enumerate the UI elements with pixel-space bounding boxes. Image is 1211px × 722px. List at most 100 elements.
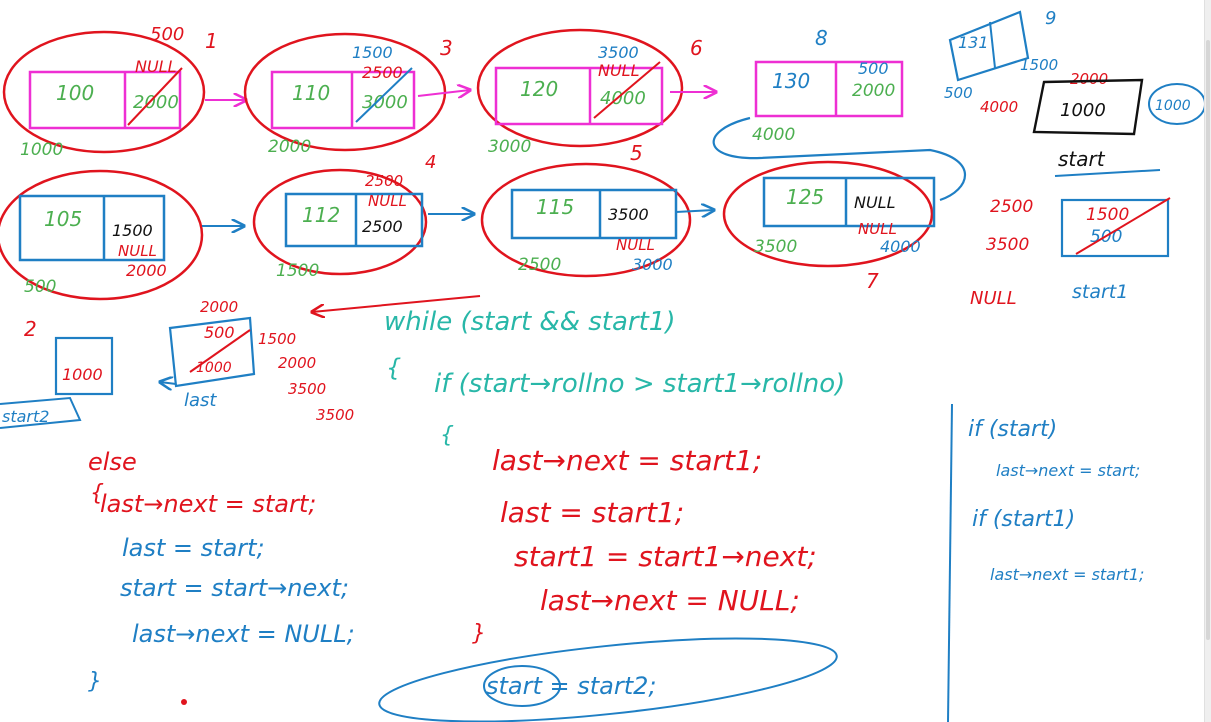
last-pointer-value: 1000 xyxy=(196,360,232,376)
node-tag: 5 xyxy=(630,141,643,165)
bottom-node-4: 125 NULL NULL 4000 7 3500 xyxy=(722,160,936,293)
side-if-body: last→next = start; xyxy=(996,461,1140,480)
node-address: 500 xyxy=(24,277,56,297)
scrollbar-thumb[interactable] xyxy=(1206,40,1210,640)
side-if-line: if (start) xyxy=(968,417,1057,442)
node-next-old: NULL xyxy=(368,192,407,210)
node-address: 2500 xyxy=(518,255,561,275)
bottom-node-1: 105 1500 NULL 2000 500 xyxy=(0,169,204,301)
if-open-brace: { xyxy=(440,423,454,448)
start-pointer-area: 131 9 1500 2000 4000 500 1000 1000 start xyxy=(944,8,1206,177)
pointer-value: 2000 xyxy=(1070,70,1108,88)
node-next-new: NULL xyxy=(858,220,897,238)
start-label: start xyxy=(1058,147,1106,171)
else-body-line: start = start→next; xyxy=(120,574,349,602)
node-next-new: 2500 xyxy=(365,172,403,190)
last-pointer-value: 2000 xyxy=(200,298,238,316)
node-next: 2500 xyxy=(362,217,403,236)
start-side-value: 1000 xyxy=(1155,98,1191,114)
node-next-new: NULL xyxy=(616,236,655,254)
pointer-value: 4000 xyxy=(980,98,1018,116)
node-tag: 7 xyxy=(866,269,879,293)
node-next-new: NULL xyxy=(118,242,157,260)
node-address: 3000 xyxy=(488,137,531,157)
node-address: 3500 xyxy=(754,237,797,257)
node-next-old: 2500 xyxy=(362,63,403,82)
else-block: else { last→next = start; last = start; … xyxy=(88,448,355,705)
last-pointer-value: 1500 xyxy=(258,330,296,348)
else-body-line: last→next = start; xyxy=(100,490,316,518)
last-pointer-value: 3500 xyxy=(288,380,326,398)
pointer-value: 1500 xyxy=(1020,56,1058,74)
null-label: NULL xyxy=(970,288,1017,309)
node-tag: 9 xyxy=(1045,8,1056,29)
else-body-line: last→next = NULL; xyxy=(132,620,355,648)
node-tag: 8 xyxy=(815,26,828,50)
node-tag: 2 xyxy=(24,317,37,341)
while-block: while (start && start1) { if (start→roll… xyxy=(384,307,845,448)
node-value: 105 xyxy=(44,207,82,231)
node-value: 125 xyxy=(786,185,824,209)
else-close-brace: } xyxy=(88,669,102,694)
node-tag: 1 xyxy=(205,29,218,53)
start2-label: start2 xyxy=(2,407,49,426)
start2-box-value: 1000 xyxy=(62,365,103,384)
node-value: 110 xyxy=(292,81,330,105)
node-tag: 3 xyxy=(440,36,453,60)
start1-box-value: 1500 xyxy=(1086,205,1129,225)
top-node-1: 100 2000 NULL 500 1 1000 xyxy=(2,24,218,160)
node-next: 2000 xyxy=(126,261,167,280)
node-next: 3000 xyxy=(362,92,408,113)
node-address: 2000 xyxy=(268,137,311,157)
node-next-new: 500 xyxy=(150,24,184,45)
node-next-new: 1500 xyxy=(352,43,393,62)
start-box-value: 1000 xyxy=(1060,100,1106,121)
node-next: 3000 xyxy=(632,255,673,274)
node-tag: 6 xyxy=(690,36,703,60)
final-line: start = start2; xyxy=(486,672,657,700)
node-next-old: 1500 xyxy=(112,221,153,240)
start1-old-value: 3500 xyxy=(986,235,1029,255)
node-value: 100 xyxy=(56,81,94,105)
start2-pointer-area: 2 1000 start2 xyxy=(0,317,114,429)
start1-label: start1 xyxy=(1072,281,1128,303)
else-label: else xyxy=(88,448,137,476)
node-value: 115 xyxy=(536,195,574,219)
last-label: last xyxy=(184,390,217,411)
if-line: if (start→rollno > start1→rollno) xyxy=(434,369,845,399)
if-body-line: last→next = NULL; xyxy=(540,584,800,617)
code-divider xyxy=(947,403,953,722)
node-next-old: 3500 xyxy=(608,205,649,224)
start1-pointer-area: 1500 500 2500 3500 NULL start1 xyxy=(970,197,1171,309)
remaining-nodes-block: if (start) last→next = start; if (start1… xyxy=(968,417,1144,584)
bottom-node-2: 112 2500 NULL 2500 4 1500 xyxy=(252,152,436,281)
last-pointer-value: 3500 xyxy=(316,406,354,424)
node-address: 1000 xyxy=(20,140,63,160)
bottom-node-3: 115 3500 NULL 3000 5 2500 xyxy=(480,141,692,278)
top-node-2: 110 3000 2500 1500 3 2000 xyxy=(243,32,453,157)
node-next: 4000 xyxy=(880,237,921,256)
top-node-4: 130 2000 500 8 4000 xyxy=(712,26,966,202)
node-next-old: NULL xyxy=(854,193,896,212)
link-arrow xyxy=(675,210,714,212)
node-next-new: 3500 xyxy=(598,43,639,62)
node-next: 2000 xyxy=(852,81,895,101)
node-next-new: 500 xyxy=(858,59,889,78)
while-line: while (start && start1) xyxy=(384,307,675,337)
node-tag: 4 xyxy=(425,152,436,173)
vertical-scrollbar[interactable] xyxy=(1204,0,1211,722)
top-node-3: 120 4000 NULL 3500 6 3000 xyxy=(476,28,703,157)
last-pointer-value: 2000 xyxy=(278,354,316,372)
while-open-brace: { xyxy=(386,354,401,382)
else-open-brace: { xyxy=(90,481,104,506)
last-pointer-area: 2000 500 1000 last 1500 2000 3500 3500 xyxy=(160,295,481,424)
final-assignment: start = start2; xyxy=(378,637,838,722)
if-body-line: last = start1; xyxy=(500,496,684,529)
if-body-block: last→next = start1; last = start1; start… xyxy=(472,444,817,646)
node-value: 112 xyxy=(302,203,340,227)
side-if-body: last→next = start1; xyxy=(990,565,1144,584)
else-body-line: last = start; xyxy=(122,534,265,562)
side-if-line: if (start1) xyxy=(972,507,1075,532)
if-body-line: last→next = start1; xyxy=(492,444,762,477)
